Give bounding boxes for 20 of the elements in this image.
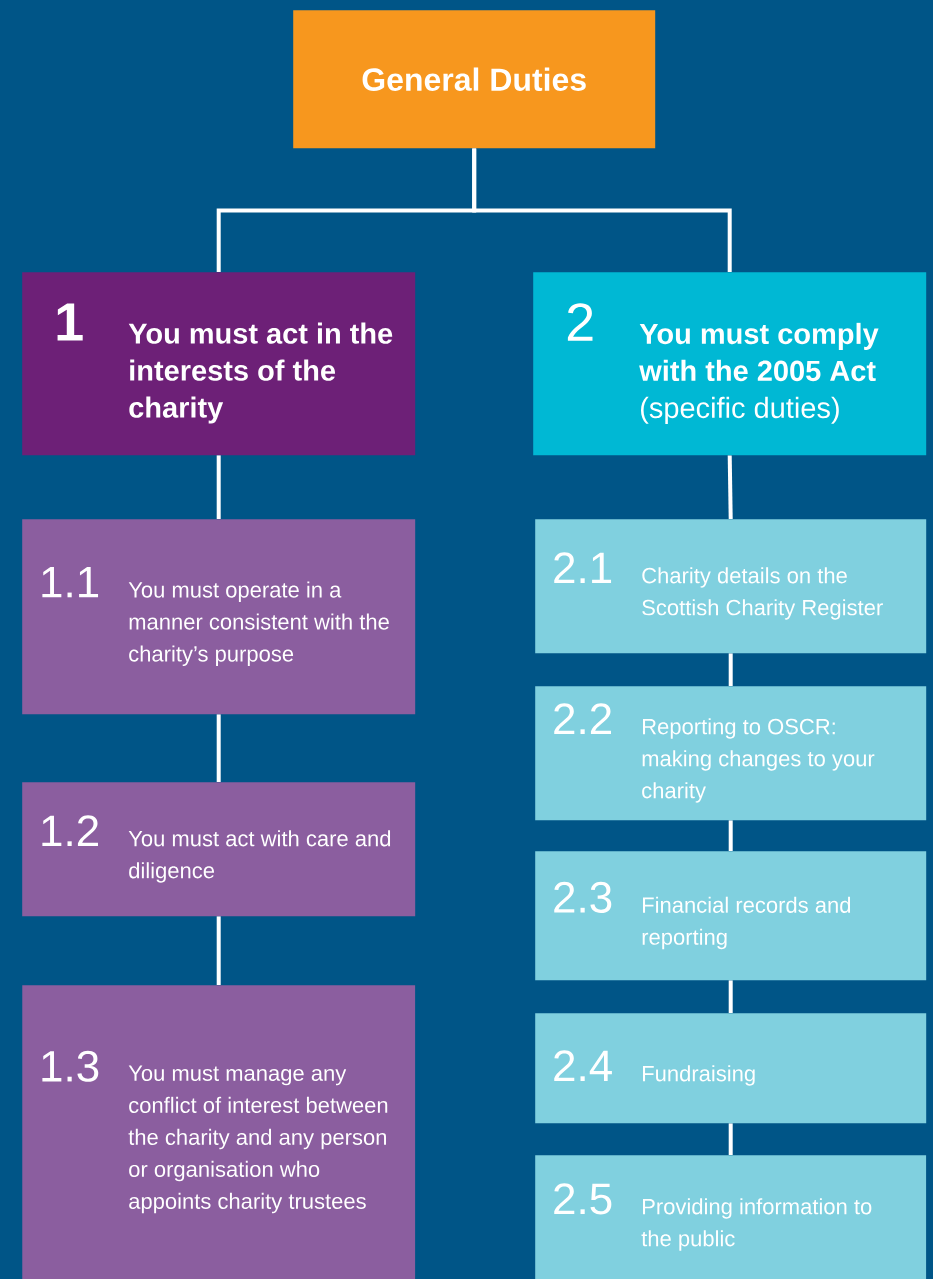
connector-line xyxy=(728,653,733,686)
duty-box: 1 You must act in the interests of the charity xyxy=(22,272,416,456)
connector-line xyxy=(216,455,221,519)
sub-duty-box: 2.3 Financial records and reporting xyxy=(535,851,927,981)
connector-line xyxy=(728,820,733,851)
connector-line xyxy=(728,980,733,1013)
sub-duty-box: 1.2 You must act with care and diligence xyxy=(22,782,416,917)
connector-line xyxy=(216,916,221,985)
title-box: General Duties xyxy=(293,10,656,149)
sub-duty-box: 1.1 You must operate in a manner consistent with the charity’s purpose xyxy=(22,519,416,715)
connector-line xyxy=(728,1123,733,1155)
sub-duty-box: 2.4 Fundraising xyxy=(535,1013,927,1124)
connector-line xyxy=(727,455,733,520)
sub-duty-box: 2.2 Reporting to OSCR: making changes to your charity xyxy=(535,686,927,821)
connector-line xyxy=(472,148,732,272)
sub-duty-box: 2.5 Providing information to the public xyxy=(535,1155,927,1279)
sub-duty-box: 2.1 Charity details on the Scottish Charity Register xyxy=(535,519,927,654)
duty-box: 2 You must comply with the 2005 Act (specific duties) xyxy=(533,272,927,456)
connector-line xyxy=(216,714,221,782)
sub-duty-box: 1.3 You must manage any conflict of interest between the charity and any person or organisation who appoints charity trustees xyxy=(22,985,416,1279)
